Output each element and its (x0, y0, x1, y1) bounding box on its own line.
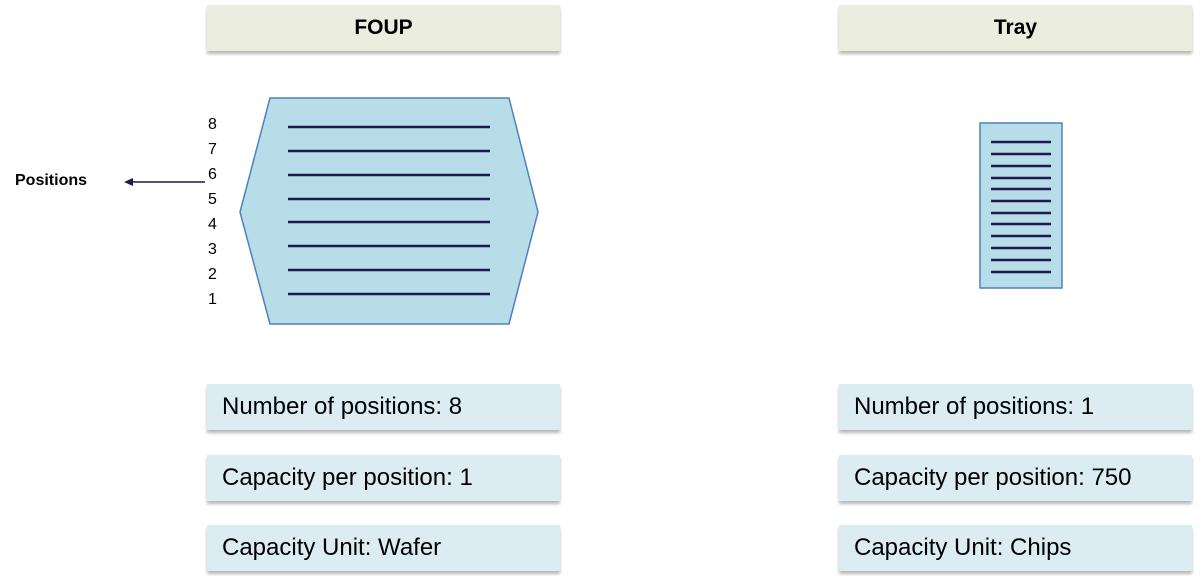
tray-capacity-unit: Capacity Unit: Chips (839, 525, 1192, 571)
foup-capacity-per-position-text: Capacity per position: 1 (222, 464, 473, 491)
foup-header: FOUP (207, 5, 560, 51)
tray-number-of-positions: Number of positions: 1 (839, 384, 1192, 430)
tray-capacity-per-position-text: Capacity per position: 750 (854, 464, 1132, 491)
positions-arrow (124, 178, 205, 186)
position-number-1: 1 (208, 291, 217, 308)
position-number-6: 6 (208, 166, 217, 183)
tray-lines (991, 140, 1051, 274)
tray-capacity-per-position: Capacity per position: 750 (839, 455, 1192, 501)
foup-title: FOUP (354, 16, 413, 39)
foup-capacity-unit: Capacity Unit: Wafer (207, 525, 560, 571)
position-number-4: 4 (208, 216, 217, 233)
tray-header: Tray (839, 5, 1192, 51)
tray-container-shape (979, 122, 1063, 289)
foup-number-of-positions: Number of positions: 8 (207, 384, 560, 430)
tray-number-of-positions-text: Number of positions: 1 (854, 393, 1095, 420)
foup-container-shape (239, 97, 539, 325)
foup-capacity-unit-text: Capacity Unit: Wafer (222, 534, 442, 561)
position-number-8: 8 (208, 116, 217, 133)
position-number-3: 3 (208, 241, 217, 258)
foup-capacity-per-position: Capacity per position: 1 (207, 455, 560, 501)
tray-capacity-unit-text: Capacity Unit: Chips (854, 534, 1072, 561)
position-number-2: 2 (208, 266, 217, 283)
foup-slot-lines (288, 125, 490, 296)
foup-number-of-positions-text: Number of positions: 8 (222, 393, 463, 420)
positions-label: Positions (15, 172, 88, 189)
position-number-7: 7 (208, 141, 217, 158)
tray-title: Tray (993, 16, 1038, 39)
position-number-5: 5 (208, 191, 217, 208)
